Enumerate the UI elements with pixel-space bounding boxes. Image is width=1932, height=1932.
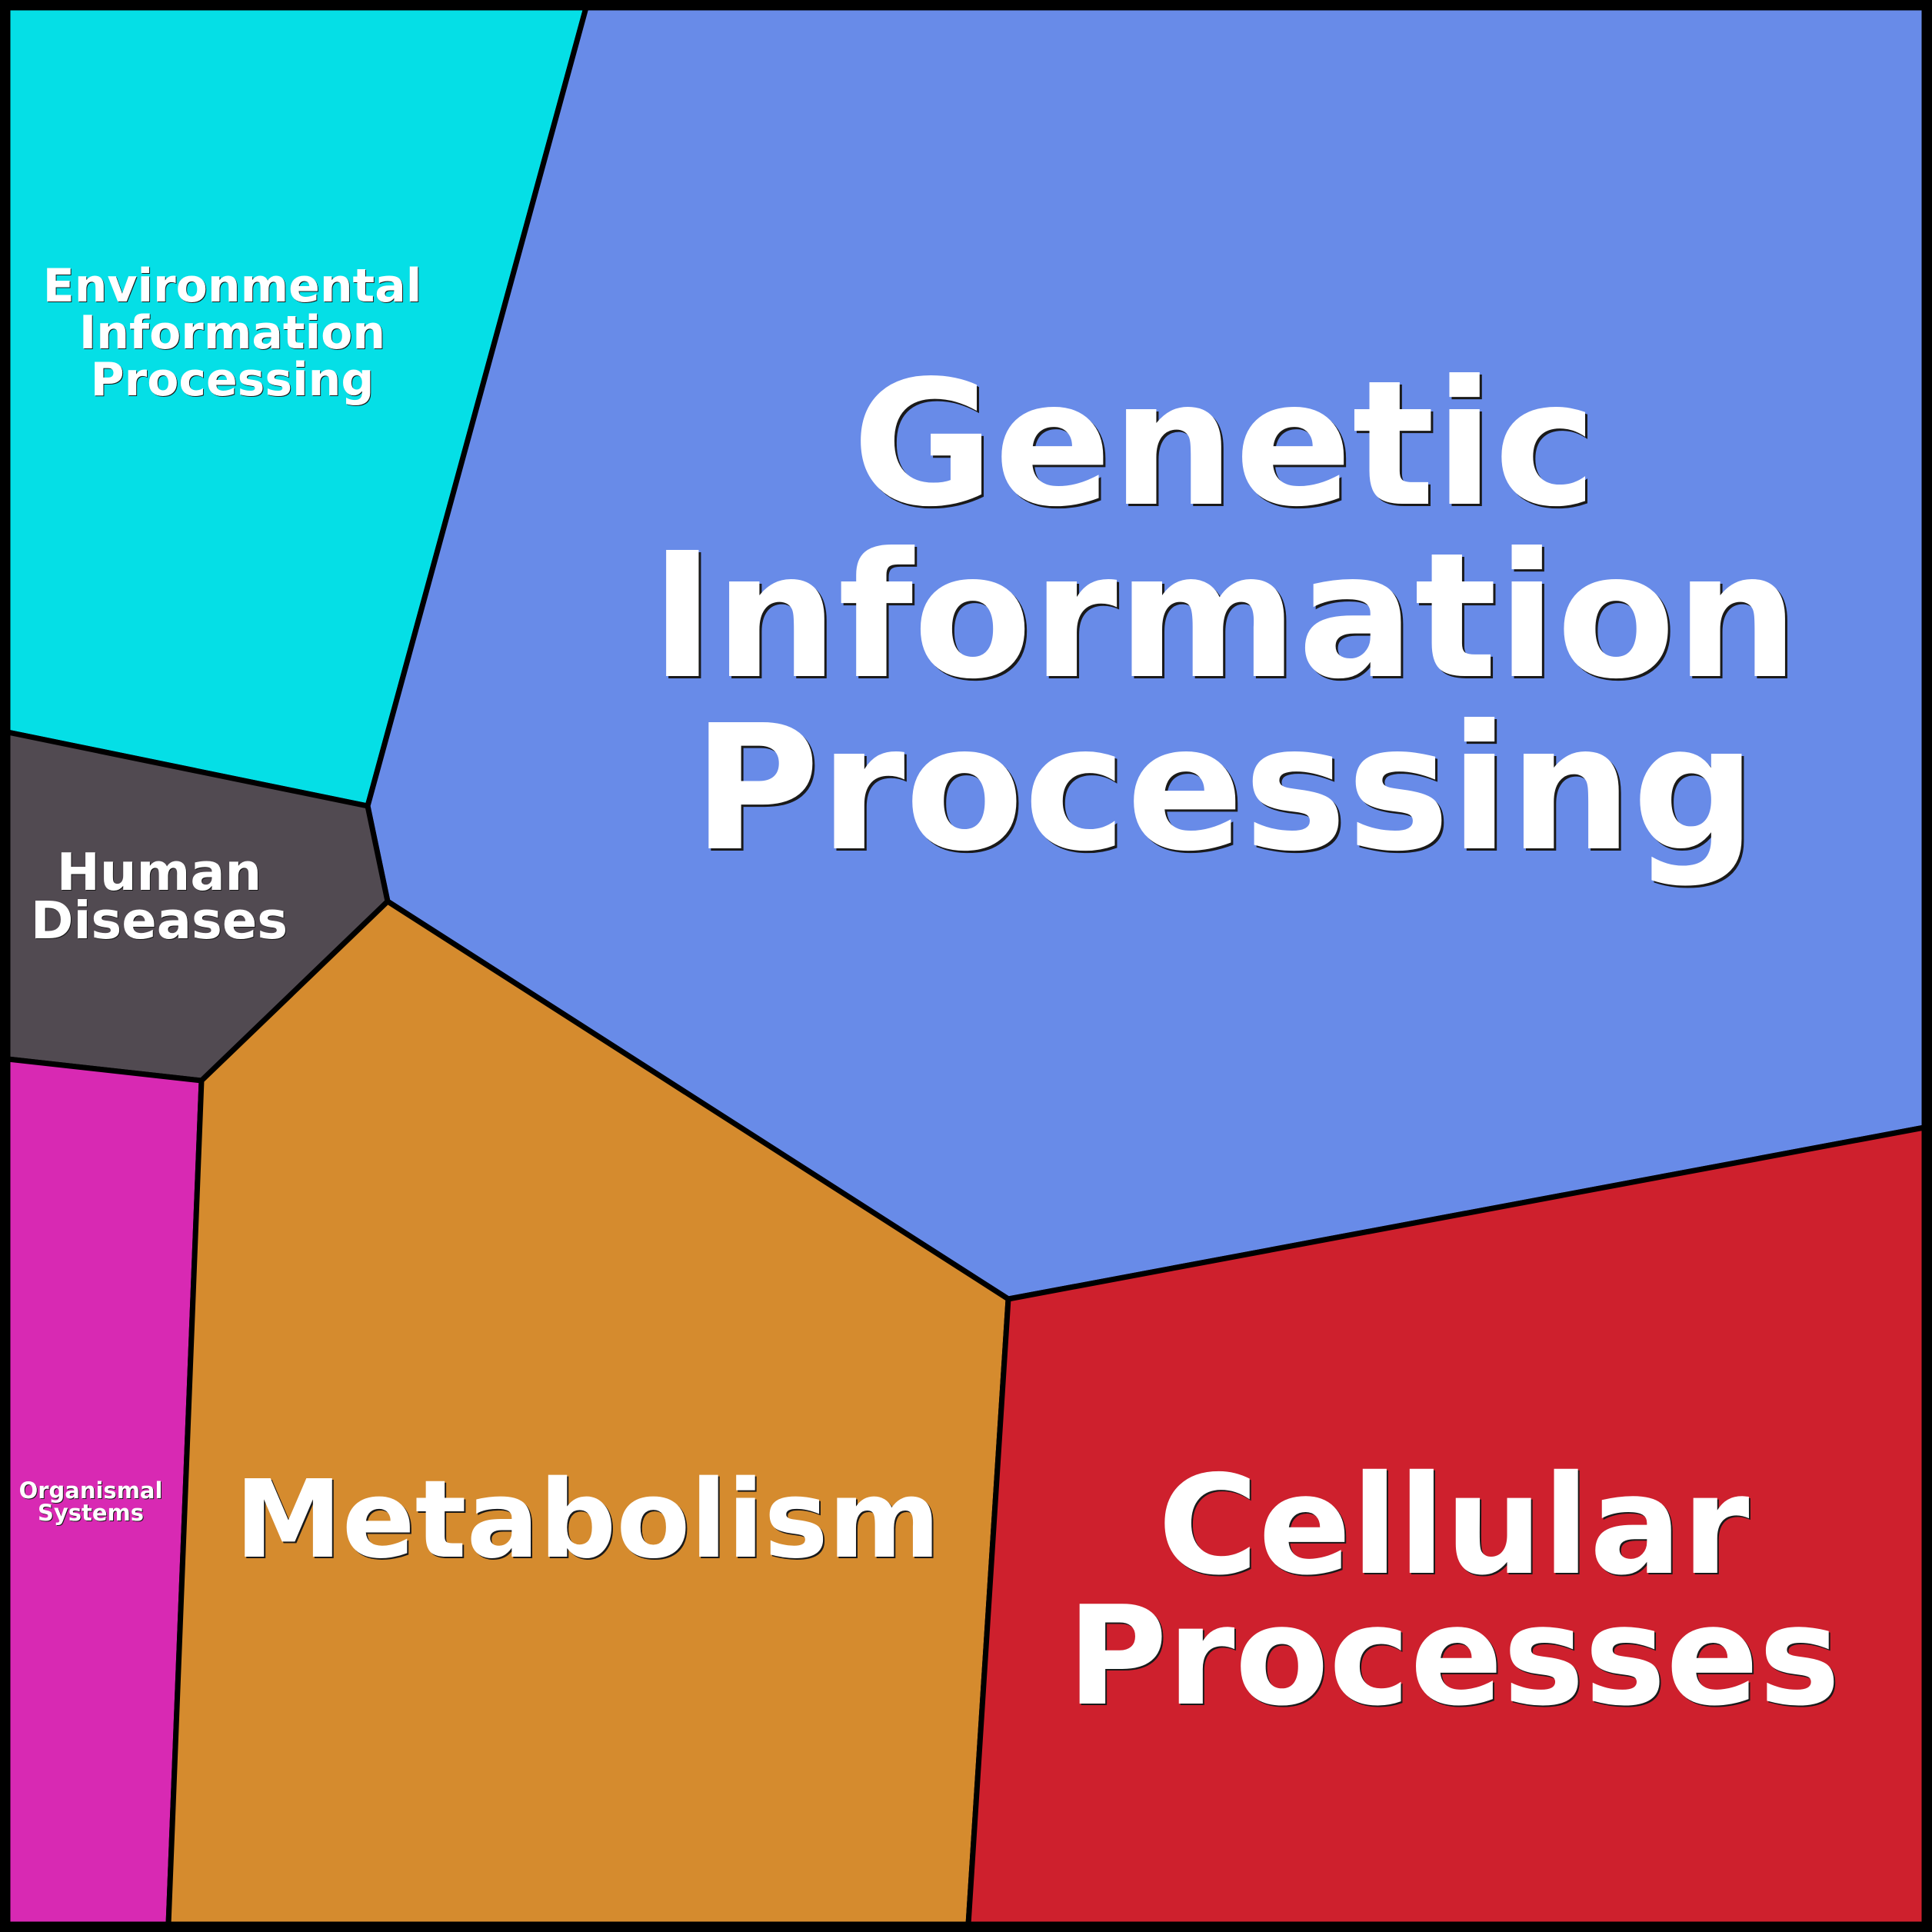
cells-layer <box>5 5 1927 1927</box>
label-line: Genetic <box>852 344 1597 545</box>
label-line: Diseases <box>31 891 288 951</box>
label-line: Processes <box>1067 1577 1840 1736</box>
label-shadow-line: Organismal <box>20 1478 164 1504</box>
label-shadow-line: Systems <box>38 1501 145 1527</box>
label-shadow-line: Processing <box>695 691 1759 892</box>
label-shadow-line: Environmental <box>44 260 423 314</box>
label-line: Metabolism <box>235 1457 940 1583</box>
label-shadow-line: Metabolism <box>236 1459 941 1584</box>
label-shadow-line: Processing <box>92 354 375 408</box>
label-line: Information <box>79 306 385 360</box>
label-line: Systems <box>38 1500 144 1526</box>
label-shadow-line: Human <box>58 843 263 903</box>
label-line: Organismal <box>19 1477 163 1504</box>
label-environmental-information-processing: EnvironmentalEnvironmentalInformationInf… <box>43 259 423 408</box>
label-shadow-line: Genetic <box>854 346 1599 548</box>
label-line: Human <box>57 842 262 902</box>
label-line: Environmental <box>43 259 422 313</box>
label-shadow-line: Information <box>80 307 386 361</box>
label-shadow-line: Processes <box>1068 1578 1841 1737</box>
label-shadow-line: Information <box>652 518 1800 720</box>
label-line: Processing <box>693 688 1757 890</box>
label-shadow-line: Cellular <box>1159 1447 1750 1607</box>
label-line: Information <box>650 516 1798 718</box>
label-line: Cellular <box>1158 1446 1749 1605</box>
label-genetic-information-processing: GeneticGeneticInformationInformationProc… <box>650 344 1800 892</box>
label-line: Processing <box>91 353 375 407</box>
labels-layer: EnvironmentalEnvironmentalInformationInf… <box>19 259 1842 1737</box>
label-shadow-line: Diseases <box>32 891 288 951</box>
